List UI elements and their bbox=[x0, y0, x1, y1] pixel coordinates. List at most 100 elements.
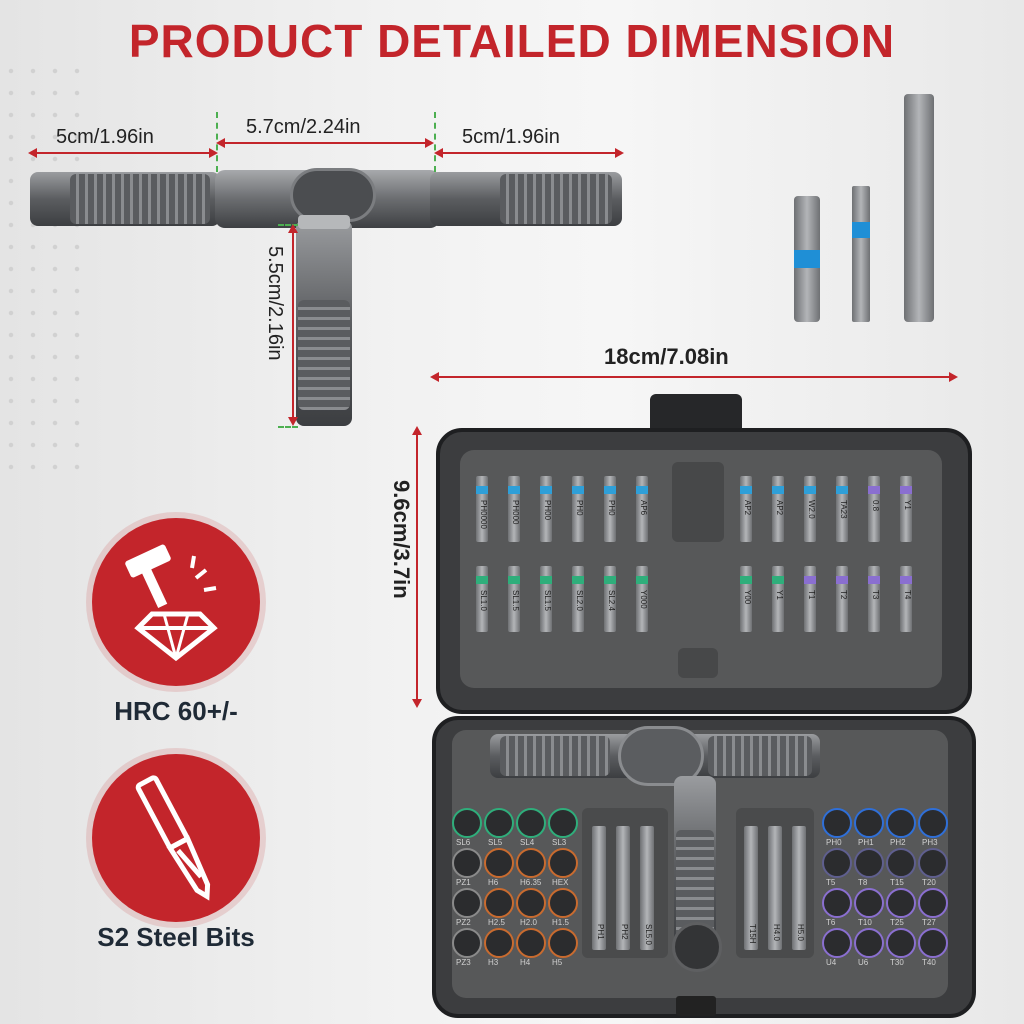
round-bit-label: PZ2 bbox=[456, 918, 471, 927]
center-dimension: 5.7cm/2.24in bbox=[246, 116, 361, 138]
long-bit bbox=[640, 826, 654, 950]
round-bit bbox=[548, 928, 578, 958]
case-height-arrow bbox=[412, 426, 422, 708]
bit-ring bbox=[804, 576, 816, 584]
round-bit bbox=[484, 808, 514, 838]
bit bbox=[836, 476, 848, 542]
round-bit bbox=[484, 848, 514, 878]
bit bbox=[476, 566, 488, 632]
hardness-label: HRC 60+/- bbox=[114, 696, 238, 726]
round-bit bbox=[452, 928, 482, 958]
bit bbox=[572, 566, 584, 632]
round-bit-label: PH1 bbox=[858, 838, 874, 847]
round-bit bbox=[854, 928, 884, 958]
round-bit-label: H6.35 bbox=[520, 878, 542, 887]
round-bit-label: T27 bbox=[922, 918, 936, 927]
hardness-badge bbox=[92, 518, 260, 686]
bit-ring bbox=[804, 486, 816, 494]
round-bit bbox=[886, 928, 916, 958]
bit bbox=[572, 476, 584, 542]
round-bit bbox=[484, 888, 514, 918]
round-bit-label: H1.5 bbox=[552, 918, 569, 927]
bit-ring bbox=[604, 576, 616, 584]
bit-label: Y000 bbox=[639, 590, 648, 609]
round-bit-label: PH3 bbox=[922, 838, 938, 847]
round-bit-label: T15 bbox=[890, 878, 904, 887]
bit-ring bbox=[900, 486, 912, 494]
long-bit-label: PH1 bbox=[596, 924, 605, 940]
long-bit bbox=[616, 826, 630, 950]
round-bit bbox=[548, 888, 578, 918]
round-bit bbox=[516, 848, 546, 878]
round-bit bbox=[822, 848, 852, 878]
bit-label: SL2.4 bbox=[607, 590, 616, 611]
round-bit bbox=[886, 808, 916, 838]
round-bit-label: PZ1 bbox=[456, 878, 471, 887]
bit-label: TA23 bbox=[839, 500, 848, 519]
round-bit-label: SL4 bbox=[520, 838, 535, 847]
bit-label: Y1 bbox=[775, 590, 784, 600]
round-bit-label: H3 bbox=[488, 958, 499, 967]
vertical-handle-arrow bbox=[288, 224, 298, 426]
round-bit bbox=[452, 808, 482, 838]
bit-label: Y00 bbox=[743, 590, 752, 605]
bit-label: SL2.0 bbox=[575, 590, 584, 611]
round-bit-label: H2.5 bbox=[488, 918, 505, 927]
bit-ring bbox=[572, 576, 584, 584]
bit-label: SL1.5 bbox=[511, 590, 520, 611]
round-bit-label: PZ3 bbox=[456, 958, 471, 967]
round-bit bbox=[854, 808, 884, 838]
bit bbox=[772, 476, 784, 542]
long-bit-label: H5.0 bbox=[796, 924, 805, 941]
bit-ring bbox=[772, 576, 784, 584]
round-bit bbox=[516, 928, 546, 958]
bit-ring bbox=[836, 576, 848, 584]
bit bbox=[476, 476, 488, 542]
bit bbox=[508, 476, 520, 542]
round-bit-label: T20 bbox=[922, 878, 936, 887]
long-bit bbox=[792, 826, 806, 950]
long-bit-label: PH2 bbox=[620, 924, 629, 940]
right-handle-dimension: 5cm/1.96in bbox=[462, 126, 560, 148]
bit-label: 0.8 bbox=[871, 500, 880, 512]
round-bit bbox=[822, 928, 852, 958]
bit-ring bbox=[540, 576, 552, 584]
round-bit-label: H4 bbox=[520, 958, 531, 967]
bit-ring bbox=[740, 486, 752, 494]
steel-bits-label: S2 Steel Bits bbox=[97, 922, 255, 952]
round-bit bbox=[548, 808, 578, 838]
bit bbox=[604, 476, 616, 542]
bit-label: PH000 bbox=[511, 500, 520, 525]
round-bit bbox=[452, 888, 482, 918]
bit bbox=[772, 566, 784, 632]
round-bit-label: T5 bbox=[826, 878, 836, 887]
round-bit-label: T8 bbox=[858, 878, 868, 887]
round-bit bbox=[484, 928, 514, 958]
bit-label: PH0000 bbox=[479, 500, 488, 529]
round-bit bbox=[886, 888, 916, 918]
round-bit bbox=[918, 888, 948, 918]
bit-label: AP2 bbox=[743, 500, 752, 516]
bit bbox=[868, 566, 880, 632]
page-title: PRODUCT DETAILED DIMENSION bbox=[128, 15, 896, 67]
bit-ring bbox=[508, 576, 520, 584]
bit bbox=[804, 566, 816, 632]
round-bit-label: SL3 bbox=[552, 838, 567, 847]
bit-label: PH0 bbox=[607, 500, 616, 516]
bit-ring bbox=[636, 486, 648, 494]
bit-ring bbox=[868, 486, 880, 494]
round-bit-label: H6 bbox=[488, 878, 499, 887]
bit-ring bbox=[476, 486, 488, 494]
bit bbox=[868, 476, 880, 542]
bit bbox=[540, 476, 552, 542]
bit bbox=[604, 566, 616, 632]
round-bit-label: U6 bbox=[858, 958, 869, 967]
bit-ring bbox=[636, 576, 648, 584]
long-bit bbox=[592, 826, 606, 950]
round-bit bbox=[918, 848, 948, 878]
bit-case-lid bbox=[436, 428, 972, 714]
bit-label: T3 bbox=[871, 590, 880, 600]
bit-label: W2.0 bbox=[807, 500, 816, 519]
bit bbox=[836, 566, 848, 632]
bit-ring bbox=[772, 486, 784, 494]
